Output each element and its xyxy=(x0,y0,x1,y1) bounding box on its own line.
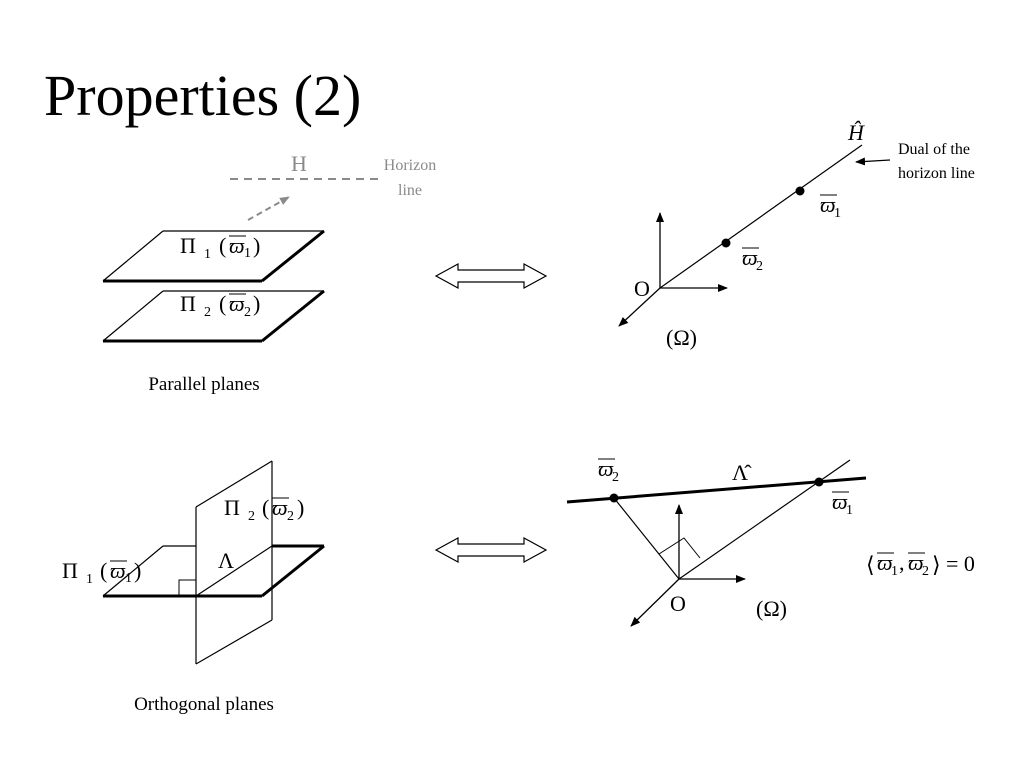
parallel-dual-diagram: Ĥ Dual of the horizon line ϖ 1 ϖ 2 O (Ω) xyxy=(618,120,975,350)
svg-text:Π: Π xyxy=(224,495,240,520)
omega-space-label: (Ω) xyxy=(666,325,697,350)
svg-text:ϖ: ϖ xyxy=(272,495,288,520)
parallel-planes-diagram: H Horizon line Π 1 ( ϖ 1 ) Π xyxy=(102,151,436,395)
ray-w1 xyxy=(678,459,851,580)
svg-text:1: 1 xyxy=(125,571,132,586)
orthogonal-planes-caption: Orthogonal planes xyxy=(134,694,274,715)
point-w1 xyxy=(795,186,805,196)
svg-text:(: ( xyxy=(100,558,107,583)
dual-horizon-line xyxy=(659,144,863,289)
svg-text:ϖ: ϖ xyxy=(877,550,893,575)
svg-text:,: , xyxy=(899,550,905,575)
svg-text:): ) xyxy=(253,291,260,316)
origin-label: O xyxy=(634,276,650,301)
origin-label-2: O xyxy=(670,591,686,616)
svg-text:ϖ: ϖ xyxy=(820,192,836,217)
dual-label-arrow xyxy=(855,157,891,166)
svg-text:(: ( xyxy=(262,495,269,520)
double-arrow-icon xyxy=(434,262,548,290)
svg-text:ϖ: ϖ xyxy=(229,233,245,258)
point-w1-dual xyxy=(814,477,824,487)
svg-text:): ) xyxy=(297,495,304,520)
dual-label-line2: horizon line xyxy=(898,165,975,182)
svg-text:1: 1 xyxy=(244,246,251,261)
orthogonal-dual-diagram: Λ̂ ϖ 2 ϖ 1 O (Ω) ⟨ ϖ 1 , ϖ 2 ⟩ = 0 xyxy=(566,456,975,627)
horizon-pointer-arrow xyxy=(247,196,290,221)
right-angle-marker xyxy=(178,579,196,596)
svg-text:⟩: ⟩ xyxy=(932,552,941,577)
pi2-vertical-label: Π 2 ( ϖ 2 ) xyxy=(224,495,304,524)
pi1-label: Π 1 ( ϖ 1 ) xyxy=(180,233,260,262)
H-hat-label: Ĥ xyxy=(847,120,865,145)
svg-text:1: 1 xyxy=(204,247,211,262)
svg-text:1: 1 xyxy=(891,564,898,579)
svg-text:ϖ: ϖ xyxy=(832,489,848,514)
lambda-label: Λ xyxy=(218,548,234,573)
svg-text:2: 2 xyxy=(204,305,211,320)
svg-text:(: ( xyxy=(219,291,226,316)
svg-text:2: 2 xyxy=(756,259,763,274)
svg-text:2: 2 xyxy=(612,470,619,485)
point-w2-dual xyxy=(609,493,619,503)
svg-text:2: 2 xyxy=(922,564,929,579)
pi1-horizontal-label: Π 1 ( ϖ 1 ) xyxy=(62,558,141,587)
point-w2 xyxy=(721,238,731,248)
axis-z-2 xyxy=(630,578,680,627)
lambda-hat-label: Λ̂ xyxy=(732,460,752,485)
svg-text:2: 2 xyxy=(248,509,255,524)
orthogonal-planes-diagram: Λ Π 2 ( ϖ 2 ) Π 1 ( ϖ 1 ) Orthogonal pla… xyxy=(62,460,325,715)
ray-w2 xyxy=(613,497,680,580)
svg-text:ϖ: ϖ xyxy=(742,245,758,270)
axis-z xyxy=(618,287,661,327)
svg-text:): ) xyxy=(253,233,260,258)
svg-text:): ) xyxy=(134,558,141,583)
w1-dual-label: ϖ 1 xyxy=(832,489,853,518)
svg-text:ϖ: ϖ xyxy=(598,456,614,481)
plane-pi1 xyxy=(102,229,325,283)
svg-text:Π: Π xyxy=(180,233,196,258)
plane-pi2-vertical xyxy=(195,460,273,665)
svg-text:2: 2 xyxy=(287,509,294,524)
right-angle-box xyxy=(658,537,701,559)
horizon-H-label: H xyxy=(291,151,307,176)
slide-title: Properties (2) xyxy=(44,63,361,128)
plane-pi2 xyxy=(102,289,325,343)
svg-text:Π: Π xyxy=(180,291,196,316)
intersection-line xyxy=(195,545,273,597)
svg-text:ϖ: ϖ xyxy=(229,291,245,316)
horizon-label-line2: line xyxy=(398,182,422,199)
svg-text:1: 1 xyxy=(846,503,853,518)
svg-text:ϖ: ϖ xyxy=(908,550,924,575)
inner-product-equation: ⟨ ϖ 1 , ϖ 2 ⟩ = 0 xyxy=(866,550,975,579)
w2-label: ϖ 2 xyxy=(742,245,763,274)
svg-text:= 0: = 0 xyxy=(946,551,975,576)
svg-text:(: ( xyxy=(219,233,226,258)
svg-text:1: 1 xyxy=(834,206,841,221)
parallel-planes-caption: Parallel planes xyxy=(148,374,259,395)
svg-text:Π: Π xyxy=(62,558,78,583)
dual-label-line1: Dual of the xyxy=(898,141,970,158)
svg-text:⟨: ⟨ xyxy=(866,552,875,577)
svg-text:1: 1 xyxy=(86,572,93,587)
pi2-label: Π 2 ( ϖ 2 ) xyxy=(180,291,260,320)
horizon-label-line1: Horizon xyxy=(384,157,436,174)
svg-text:ϖ: ϖ xyxy=(110,558,126,583)
double-arrow-icon xyxy=(434,536,548,564)
svg-text:2: 2 xyxy=(244,305,251,320)
omega-space-label-2: (Ω) xyxy=(756,596,787,621)
w2-dual-label: ϖ 2 xyxy=(598,456,619,485)
w1-label: ϖ 1 xyxy=(820,192,841,221)
